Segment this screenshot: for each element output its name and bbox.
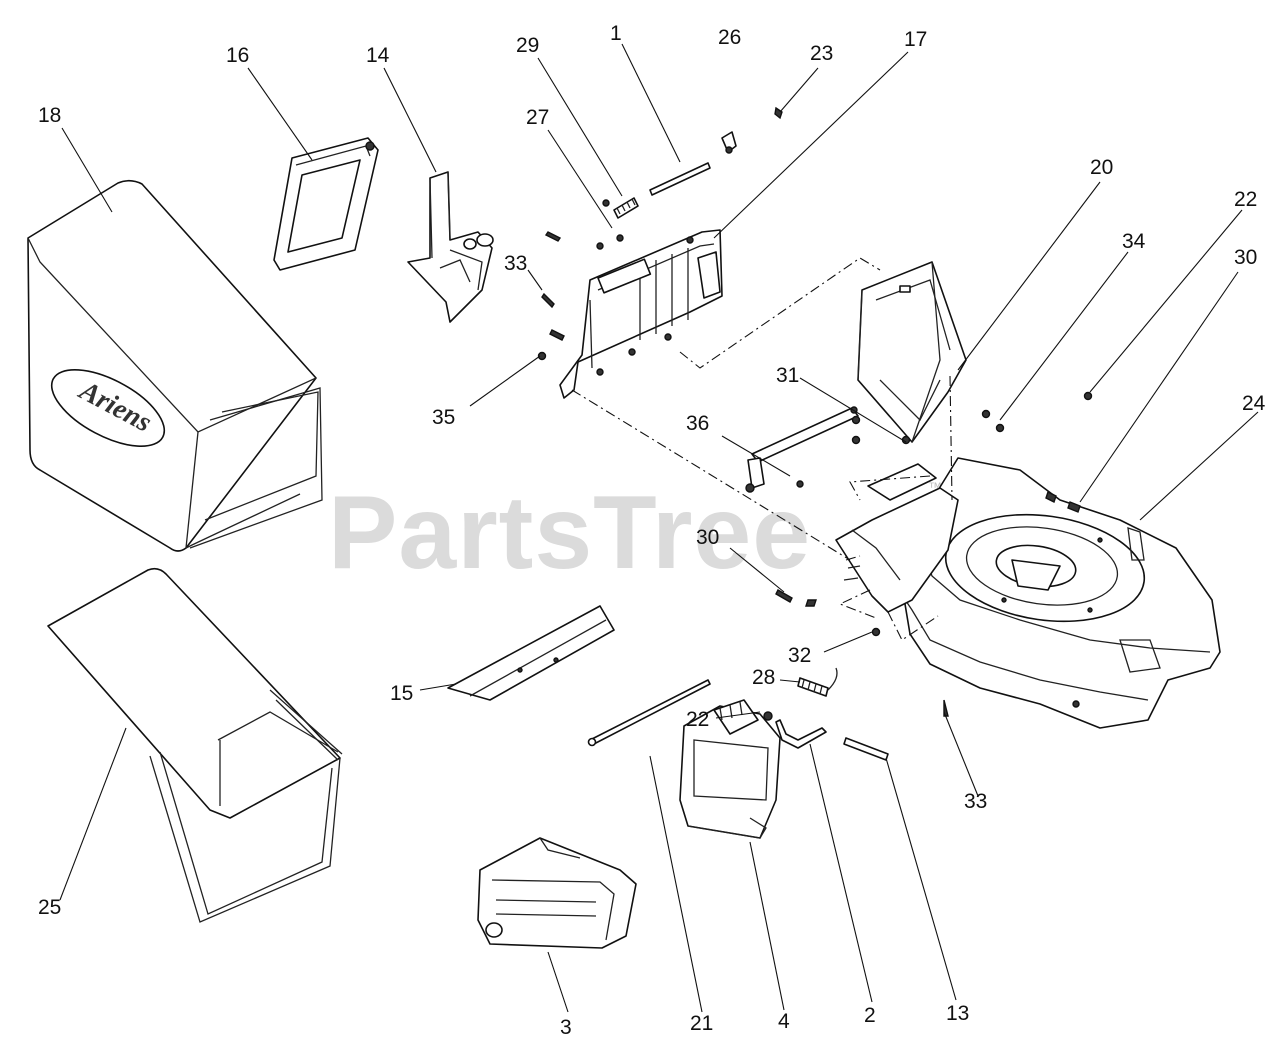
callout-20: 20: [1090, 156, 1113, 179]
leader-lines: [59, 43, 1259, 1013]
part-latch-26[interactable]: [721, 131, 737, 154]
part-deck-rear-housing[interactable]: [835, 415, 959, 613]
part-pin-13[interactable]: [843, 737, 889, 761]
callout-26: 26: [718, 26, 741, 49]
callout-2: 2: [864, 1004, 876, 1027]
callout-3: 3: [560, 1016, 572, 1039]
part-hardware-right[interactable]: [981, 391, 1093, 513]
callout-14: 14: [366, 44, 390, 67]
part-latch-bracket[interactable]: [763, 711, 827, 749]
callout-30-right: 30: [1234, 246, 1257, 269]
callout-24: 24: [1242, 392, 1266, 415]
callout-4: 4: [778, 1010, 790, 1033]
callout-35: 35: [432, 406, 455, 429]
part-spring-29[interactable]: [602, 197, 639, 219]
callout-17: 17: [904, 28, 927, 51]
callout-25: 25: [38, 896, 61, 919]
part-side-chute[interactable]: [679, 699, 781, 839]
part-mulch-plug[interactable]: [477, 837, 637, 949]
part-mulch-plate[interactable]: [447, 605, 615, 701]
callout-30-left: 30: [696, 526, 719, 549]
callout-labels: 18 16 14 29 1 26 23 17 27 33 20 34 22 30…: [38, 22, 1266, 1039]
part-screws-lower[interactable]: [775, 589, 949, 717]
part-bracket-bar[interactable]: [745, 406, 859, 493]
callout-32: 32: [788, 644, 811, 667]
part-screws-33-left[interactable]: [537, 292, 565, 361]
part-rod-21[interactable]: [587, 679, 711, 747]
callout-13: 13: [946, 1002, 969, 1025]
callout-22-left: 22: [686, 708, 709, 731]
callout-31: 31: [776, 364, 799, 387]
callout-33-lower: 33: [964, 790, 987, 813]
callout-22-right: 22: [1234, 188, 1257, 211]
callout-21: 21: [690, 1012, 713, 1035]
callout-36: 36: [686, 412, 709, 435]
callout-15: 15: [390, 682, 413, 705]
callout-33-upper: 33: [504, 252, 527, 275]
part-mower-deck[interactable]: [903, 457, 1221, 729]
watermark: PartsTree: [328, 475, 811, 591]
part-bag-frame-handle[interactable]: [273, 137, 379, 271]
part-rear-door-plate[interactable]: [559, 229, 723, 399]
callout-23: 23: [810, 42, 833, 65]
callout-28: 28: [752, 666, 775, 689]
callout-29: 29: [516, 34, 539, 57]
callout-34: 34: [1122, 230, 1146, 253]
callout-27: 27: [526, 106, 549, 129]
part-rear-discharge-chute[interactable]: [857, 261, 967, 443]
part-screw-23[interactable]: [774, 106, 783, 120]
assembly-lines: [571, 257, 953, 641]
part-bag-frame[interactable]: [47, 567, 343, 923]
part-chute-bracket[interactable]: [407, 171, 494, 323]
part-grass-bag[interactable]: Ariens: [27, 179, 323, 552]
part-rod-1[interactable]: [649, 162, 711, 196]
part-spring-28[interactable]: [797, 667, 838, 697]
callout-1: 1: [610, 22, 622, 45]
part-screws-27[interactable]: [544, 231, 624, 250]
callout-18: 18: [38, 104, 61, 127]
callout-16: 16: [226, 44, 249, 67]
